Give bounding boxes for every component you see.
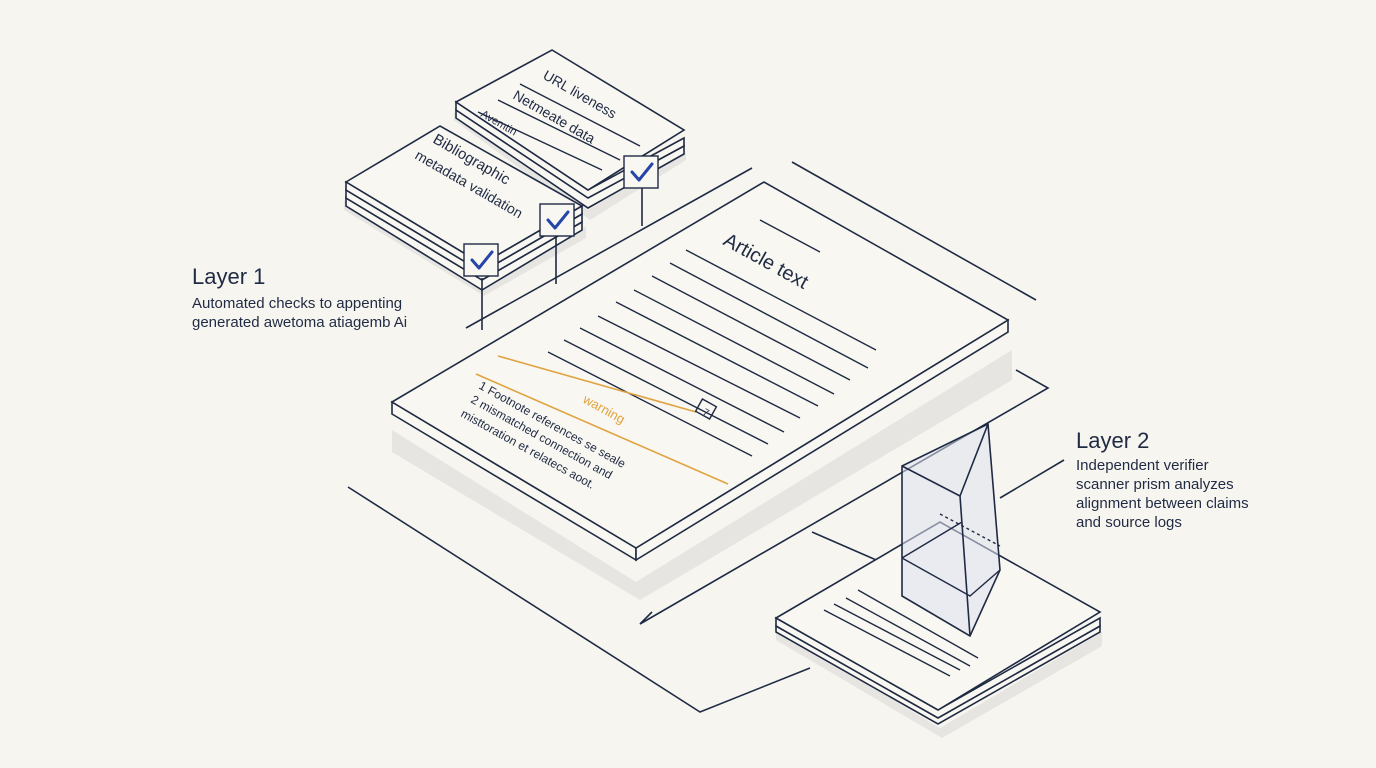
layer2-leader-line [999, 459, 1065, 499]
svg-text:7: 7 [701, 407, 712, 420]
layer2-description: Independent verifier scanner prism analy… [1076, 457, 1249, 531]
warning-line-bottom [475, 373, 729, 485]
checklist-cards: URL liveness Netmeate data Avemtin Bibli… [344, 49, 686, 330]
base-plane-outline [347, 161, 1050, 713]
layer2-title: Layer 2 [1076, 428, 1150, 453]
verifier-prism [901, 422, 1001, 638]
check-box-icon [623, 155, 659, 189]
footnote-marker: 7 [694, 398, 718, 420]
warning-line-top [497, 355, 697, 413]
article-body-lines [547, 219, 877, 457]
layer1-description: Automated checks to appenting generated … [192, 295, 408, 331]
check-box-icon [539, 203, 575, 237]
check-box-icon [463, 243, 499, 277]
layer1-title: Layer 1 [192, 264, 266, 289]
